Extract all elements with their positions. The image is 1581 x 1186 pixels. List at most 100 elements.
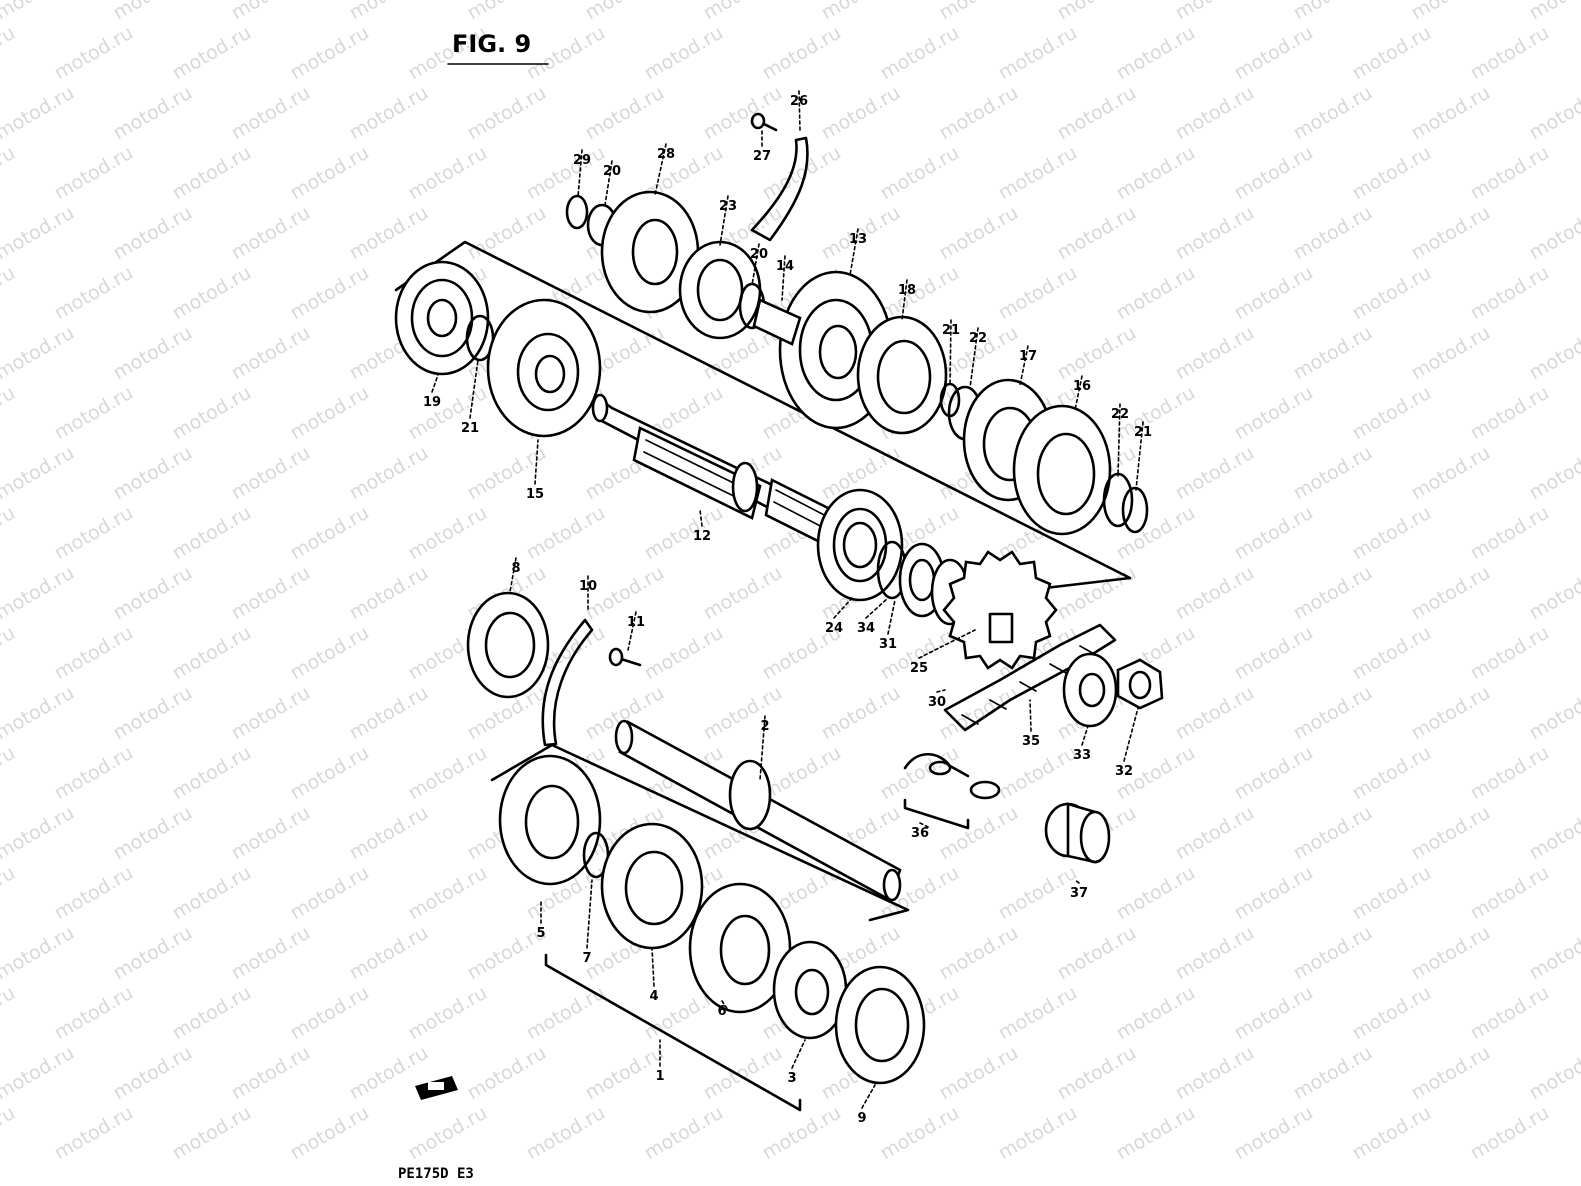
watermark-text: motod.ru xyxy=(1113,502,1199,565)
watermark-text: motod.ru xyxy=(582,82,668,145)
watermark-text: motod.ru xyxy=(287,982,373,1045)
leader-line xyxy=(627,611,637,651)
part-number-label: 14 xyxy=(776,259,794,274)
part-number-label: 28 xyxy=(657,147,675,162)
watermark-text: motod.ru xyxy=(1467,502,1553,565)
watermark-text: motod.ru xyxy=(110,562,196,625)
watermark-text: motod.ru xyxy=(1172,682,1258,745)
watermark-text: motod.ru xyxy=(0,142,19,205)
watermark-text: motod.ru xyxy=(818,82,904,145)
watermark-text: motod.ru xyxy=(287,502,373,565)
watermark-text: motod.ru xyxy=(110,322,196,385)
circlip-29 xyxy=(565,194,589,230)
watermark-text: motod.ru xyxy=(759,1102,845,1165)
watermark-text: motod.ru xyxy=(51,22,137,85)
watermark-text: motod.ru xyxy=(0,1102,19,1165)
watermark-text: motod.ru xyxy=(1467,1102,1553,1165)
watermark-text: motod.ru xyxy=(1349,862,1435,925)
watermark-text: motod.ru xyxy=(405,142,491,205)
watermark-text: motod.ru xyxy=(0,982,19,1045)
leader-line xyxy=(699,509,703,527)
part-number-label: 6 xyxy=(717,1004,726,1019)
bearing-23 xyxy=(678,240,762,340)
watermark-text: motod.ru xyxy=(169,742,255,805)
watermark-text: motod.ru xyxy=(1113,982,1199,1045)
plate-26 xyxy=(750,136,809,242)
figure-title: FIG. 9 xyxy=(452,30,531,58)
watermark-text: motod.ru xyxy=(1408,1042,1494,1105)
part-number-label: 18 xyxy=(898,283,916,298)
watermark-text: motod.ru xyxy=(995,982,1081,1045)
watermark-text: motod.ru xyxy=(1290,802,1376,865)
watermark-text: motod.ru xyxy=(1408,922,1494,985)
leader-line xyxy=(798,90,801,131)
bearing-8 xyxy=(466,591,550,699)
watermark-text: motod.ru xyxy=(759,142,845,205)
leader-line xyxy=(919,822,931,829)
watermark-text: motod.ru xyxy=(405,742,491,805)
lower-assembly-bracket xyxy=(544,953,802,1112)
watermark-text: motod.ru xyxy=(1113,862,1199,925)
watermark-text: motod.ru xyxy=(110,802,196,865)
watermark-text: motod.ru xyxy=(936,922,1022,985)
watermark-text: motod.ru xyxy=(995,1102,1081,1165)
watermark-text: motod.ru xyxy=(995,262,1081,325)
part-number-label: 32 xyxy=(1115,764,1133,779)
watermark-text: motod.ru xyxy=(818,682,904,745)
leader-line xyxy=(759,715,766,781)
part-number-label: 20 xyxy=(603,164,621,179)
part-number-label: 12 xyxy=(693,529,711,544)
watermark-text: motod.ru xyxy=(287,862,373,925)
needle-bearing-14 xyxy=(752,298,802,346)
part-number-label: 22 xyxy=(1111,407,1129,422)
watermark-text: motod.ru xyxy=(1349,982,1435,1045)
part-number-labels: 1234567891011121314151617181920202121212… xyxy=(423,90,1152,1126)
part-number-label: 21 xyxy=(461,421,479,436)
leader-line xyxy=(936,689,946,693)
watermark-text: motod.ru xyxy=(523,142,609,205)
watermark-text: motod.ru xyxy=(287,622,373,685)
leader-line xyxy=(833,597,853,619)
leader-line xyxy=(469,359,479,419)
bearing-9 xyxy=(834,965,926,1085)
watermark-text: motod.ru xyxy=(1231,862,1317,925)
watermark-text: motod.ru xyxy=(0,0,78,24)
watermark-text: motod.ru xyxy=(51,1102,137,1165)
watermark-text: motod.ru xyxy=(936,202,1022,265)
watermark-text: motod.ru xyxy=(287,22,373,85)
watermark-text: motod.ru xyxy=(1526,802,1581,865)
watermark-text: motod.ru xyxy=(1349,1102,1435,1165)
watermark-text: motod.ru xyxy=(1349,262,1435,325)
watermark-text: motod.ru xyxy=(1349,382,1435,445)
watermark-text: motod.ru xyxy=(51,502,137,565)
watermark-text: motod.ru xyxy=(287,382,373,445)
watermark-text: motod.ru xyxy=(995,142,1081,205)
watermark-text: motod.ru xyxy=(1113,142,1199,205)
watermark-text: motod.ru xyxy=(346,0,432,24)
part-number-label: 10 xyxy=(579,579,597,594)
watermark-text: motod.ru xyxy=(1054,1042,1140,1105)
watermark-text: motod.ru xyxy=(936,0,1022,24)
watermark-text: motod.ru xyxy=(1349,742,1435,805)
watermark-text: motod.ru xyxy=(1408,682,1494,745)
watermark-text: motod.ru xyxy=(346,802,432,865)
leader-line xyxy=(604,160,613,206)
leader-line xyxy=(534,439,539,485)
watermark-text: motod.ru xyxy=(1408,442,1494,505)
watermark-text: motod.ru xyxy=(995,742,1081,805)
watermark-text: motod.ru xyxy=(51,982,137,1045)
watermark-text: motod.ru xyxy=(228,202,314,265)
watermark-text: motod.ru xyxy=(51,142,137,205)
lower-shaft-bracket xyxy=(490,743,910,922)
leader-line xyxy=(849,228,859,276)
watermark-text: motod.ru xyxy=(1172,922,1258,985)
part-number-label: 16 xyxy=(1073,379,1091,394)
watermark-text: motod.ru xyxy=(51,742,137,805)
watermark-text: motod.ru xyxy=(405,502,491,565)
leader-line xyxy=(1019,345,1029,386)
watermark-text: motod.ru xyxy=(0,502,19,565)
watermark-text: motod.ru xyxy=(1408,202,1494,265)
front-arrow-icon xyxy=(415,1076,458,1100)
watermark-text: motod.ru xyxy=(228,0,314,24)
watermark-text: motod.ru xyxy=(169,622,255,685)
